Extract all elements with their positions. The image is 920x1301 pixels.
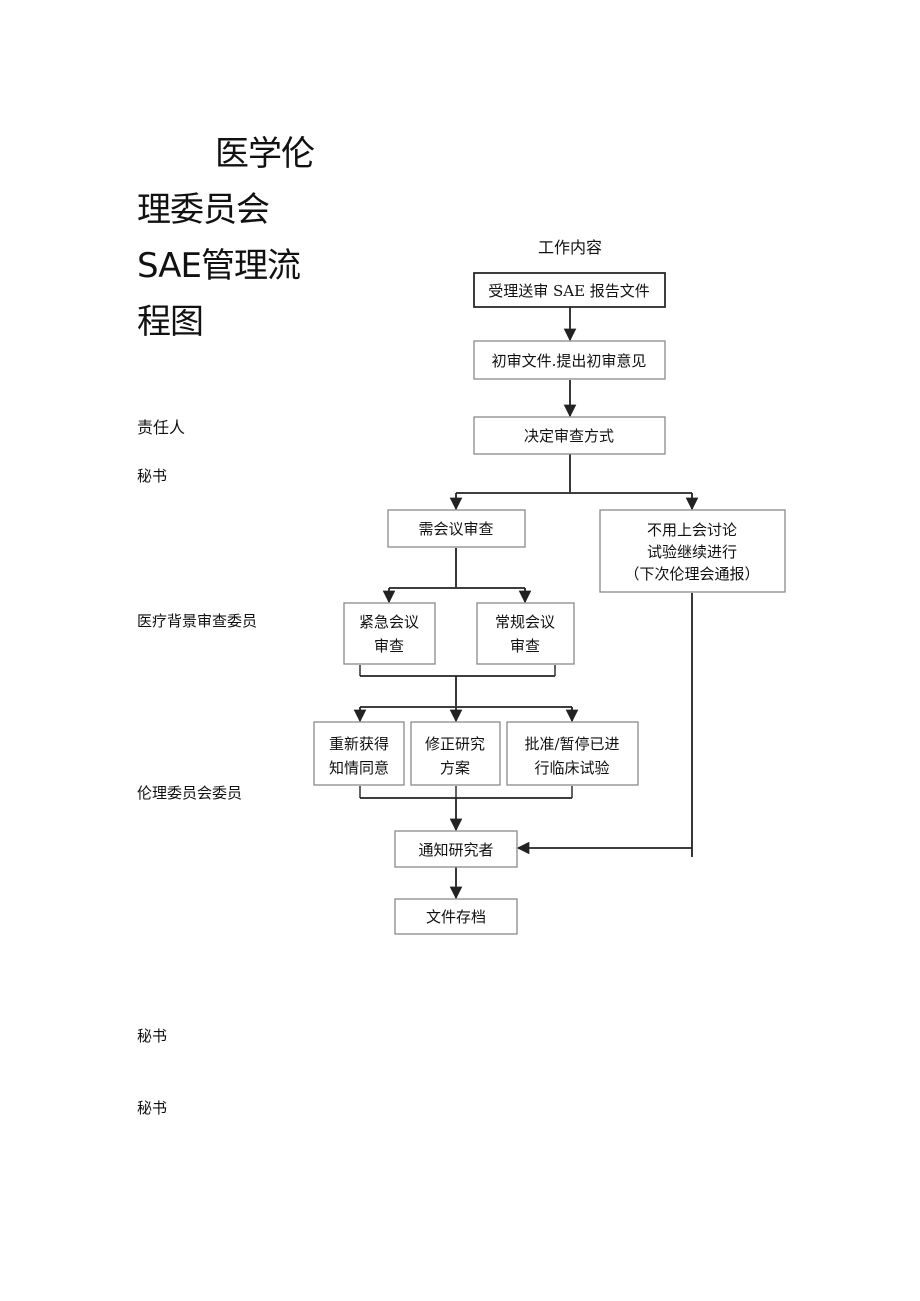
node-regular-review-text-1: 常规会议	[495, 613, 555, 631]
role-ethics-member: 伦理委员会委员	[137, 784, 243, 802]
node-urgent-review-text-2: 审查	[374, 637, 404, 655]
node-urgent-review: 紧急会议 审查	[343, 602, 436, 665]
page-title-line-1: 医学伦	[215, 134, 315, 174]
node-reconsent-text-2: 知情同意	[329, 759, 389, 777]
role-medical-reviewer: 医疗背景审查委员	[137, 612, 258, 630]
node-urgent-review-text-1: 紧急会议	[359, 613, 419, 631]
page-title-line-3: SAE管理流	[137, 246, 301, 286]
node-approve-suspend-text-1: 批准/暂停已进	[524, 735, 619, 753]
node-receive-text: 受理送审 SAE 报告文件	[488, 282, 650, 300]
role-secretary-3: 秘书	[137, 1099, 168, 1117]
node-no-meeting: 不用上会讨论 试验继续进行 （下次伦理会通报）	[599, 509, 786, 593]
page-title-line-4: 程图	[137, 302, 204, 342]
node-initial-review: 初审文件.提出初审意见	[473, 340, 666, 380]
node-amend-protocol-text-1: 修正研究	[425, 735, 485, 753]
node-decide-method-text: 决定审查方式	[524, 427, 614, 445]
edges	[353, 307, 699, 900]
node-reconsent: 重新获得 知情同意	[313, 721, 405, 786]
node-no-meeting-text-3: （下次伦理会通报）	[624, 565, 759, 583]
node-archive-text: 文件存档	[426, 908, 486, 926]
node-archive: 文件存档	[394, 898, 518, 935]
node-amend-protocol: 修正研究 方案	[410, 721, 501, 786]
node-meeting-review-text: 需会议审查	[418, 520, 493, 538]
node-approve-suspend: 批准/暂停已进 行临床试验	[506, 721, 639, 786]
node-no-meeting-text-2: 试验继续进行	[647, 543, 737, 561]
node-no-meeting-text-1: 不用上会讨论	[647, 521, 737, 539]
node-regular-review-text-2: 审查	[510, 637, 540, 655]
node-initial-review-text: 初审文件.提出初审意见	[492, 352, 647, 370]
node-amend-protocol-text-2: 方案	[440, 759, 470, 777]
node-decide-method: 决定审查方式	[473, 416, 666, 455]
node-reconsent-text-1: 重新获得	[329, 735, 389, 753]
node-receive: 受理送审 SAE 报告文件	[473, 272, 666, 308]
page-title-line-2: 理委员会	[137, 190, 270, 230]
role-secretary-2: 秘书	[137, 1027, 168, 1045]
responsible-header: 责任人	[137, 418, 186, 437]
node-notify: 通知研究者	[394, 830, 518, 868]
node-notify-text: 通知研究者	[418, 841, 493, 859]
role-secretary-1: 秘书	[137, 467, 168, 485]
work-content-label: 工作内容	[538, 238, 603, 257]
node-regular-review: 常规会议 审查	[476, 602, 575, 665]
node-approve-suspend-text-2: 行临床试验	[534, 759, 609, 777]
node-meeting-review: 需会议审查	[387, 509, 526, 548]
